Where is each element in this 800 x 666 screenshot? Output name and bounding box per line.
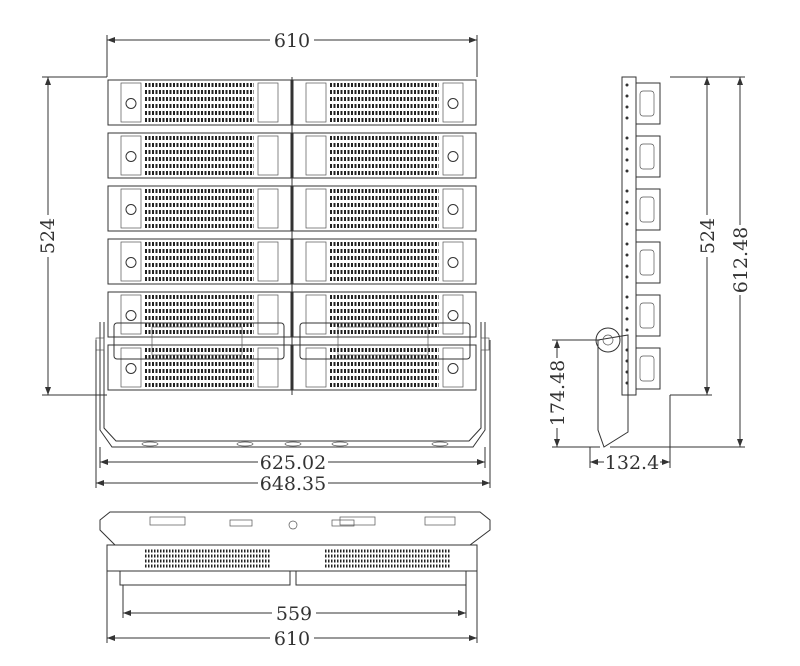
bolt-icon [125, 310, 137, 321]
dimension-label: 610 [274, 30, 310, 52]
bolt-icon [125, 204, 137, 215]
heatsink-fins [330, 83, 439, 122]
dimension-label: 610 [274, 628, 310, 650]
bolt-icon [447, 151, 459, 162]
heatsink-fins [145, 136, 254, 175]
heatsink-fins [330, 348, 439, 387]
dimension-612-48: 612.48 [610, 76, 752, 448]
led-module [107, 344, 292, 391]
led-module [292, 132, 477, 179]
bolt-icon [125, 363, 137, 374]
side-view [595, 76, 661, 448]
dimension-label: 625.02 [260, 452, 326, 474]
dimension-648-35: 648.35 [95, 340, 491, 495]
dimension-label: 559 [276, 603, 312, 625]
heatsink-fins [145, 348, 254, 387]
heatsink-fins [145, 83, 254, 122]
dimension-625-02: 625.02 [99, 447, 486, 474]
heatsink-fins [145, 189, 254, 228]
heatsink-fins [330, 295, 439, 334]
led-module [107, 291, 292, 338]
front-bracket [95, 322, 490, 448]
dimension-610-bottom: 610 [106, 571, 478, 650]
front-mount-plates [113, 322, 471, 360]
led-module [292, 185, 477, 232]
bolt-icon [125, 257, 137, 268]
led-module [107, 238, 292, 285]
dimension-524-left: 524 [36, 76, 107, 396]
led-module [292, 291, 477, 338]
led-module [292, 238, 477, 285]
bolt-icon [125, 98, 137, 109]
bolt-icon [447, 204, 459, 215]
dimension-610-top: 610 [106, 30, 478, 77]
dimension-524-side: 524 [670, 76, 719, 396]
heatsink-fins [330, 189, 439, 228]
dimension-132-4: 132.4 [589, 395, 671, 474]
bolt-icon [125, 151, 137, 162]
heatsink-fins [330, 242, 439, 281]
led-module [107, 132, 292, 179]
bolt-icon [447, 98, 459, 109]
dimension-label: 524 [37, 218, 59, 254]
led-module [292, 79, 477, 126]
dimension-label: 648.35 [260, 473, 326, 495]
led-module [107, 185, 292, 232]
dimension-174-48: 174.48 [547, 339, 600, 448]
bolt-icon [447, 363, 459, 374]
led-module [107, 79, 292, 126]
dimension-label: 524 [697, 218, 719, 254]
bolt-icon [447, 257, 459, 268]
heatsink-fins [145, 242, 254, 281]
heatsink-fins [330, 136, 439, 175]
heatsink-fins [145, 295, 254, 334]
bottom-view [99, 511, 491, 586]
dimension-label: 612.48 [730, 227, 752, 293]
front-view [107, 77, 477, 395]
dimension-559: 559 [122, 585, 467, 625]
led-module [292, 344, 477, 391]
bolt-icon [447, 310, 459, 321]
dimension-label: 132.4 [605, 452, 659, 474]
dimension-label: 174.48 [547, 360, 569, 426]
